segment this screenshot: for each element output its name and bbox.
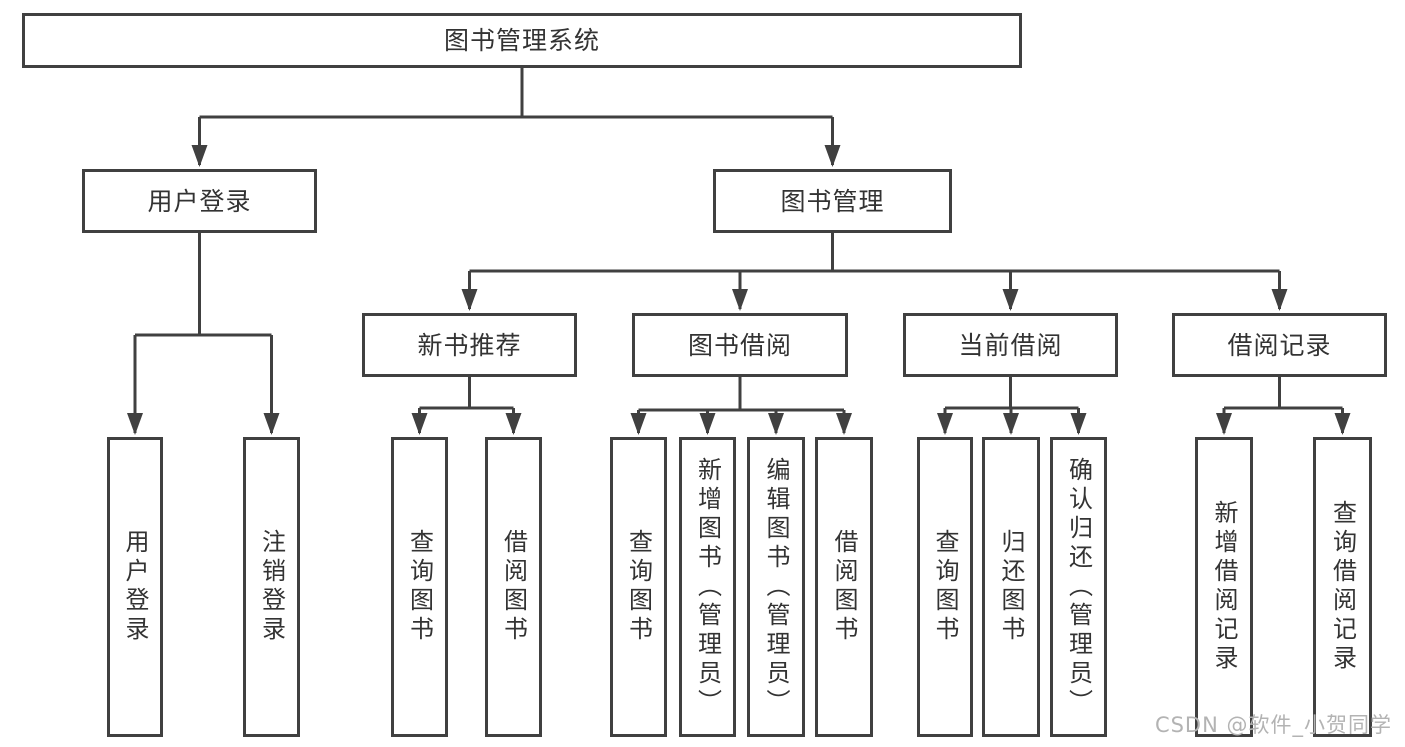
leaf-cb-return-books: 归还图书: [982, 437, 1040, 737]
leaf-cb-query-books-label: 查询图书: [931, 529, 959, 645]
node-new-book-rec: 新书推荐: [362, 313, 577, 377]
node-user-login: 用户登录: [82, 169, 317, 233]
leaf-nbr-query-books: 查询图书: [391, 437, 448, 737]
leaf-cb-return-books-label: 归还图书: [997, 529, 1025, 645]
leaf-br-query-record-label: 查询借阅记录: [1328, 500, 1357, 674]
leaf-bb-query-books-label: 查询图书: [624, 529, 653, 645]
leaf-bb-borrow-books: 借阅图书: [815, 437, 873, 737]
node-borrow-records-label: 借阅记录: [1227, 330, 1332, 360]
leaf-bb-add-books-label: 新增图书（管理员）: [693, 456, 722, 718]
leaf-nbr-borrow-books-label: 借阅图书: [499, 529, 528, 645]
node-root-label: 图书管理系统: [443, 26, 600, 55]
leaf-bb-add-books: 新增图书（管理员）: [679, 437, 736, 737]
node-book-mgmt-label: 图书管理: [780, 186, 885, 216]
leaf-bb-query-books: 查询图书: [610, 437, 667, 737]
leaf-logout: 注销登录: [243, 437, 300, 737]
leaf-br-add-record: 新增借阅记录: [1195, 437, 1253, 737]
leaf-bb-borrow-books-label: 借阅图书: [830, 529, 858, 645]
leaf-br-add-record-label: 新增借阅记录: [1210, 500, 1238, 674]
node-book-mgmt: 图书管理: [713, 169, 952, 233]
leaf-user-login-label: 用户登录: [121, 529, 149, 645]
leaf-bb-edit-books-label: 编辑图书（管理员）: [762, 456, 790, 718]
arrowhead-icons: [127, 145, 1351, 435]
node-new-book-rec-label: 新书推荐: [417, 330, 522, 360]
leaf-bb-edit-books: 编辑图书（管理员）: [747, 437, 805, 737]
node-user-login-label: 用户登录: [147, 186, 252, 216]
node-root: 图书管理系统: [22, 13, 1022, 68]
leaf-br-query-record: 查询借阅记录: [1313, 437, 1372, 737]
node-book-borrow-label: 图书借阅: [687, 330, 792, 360]
node-current-borrow: 当前借阅: [903, 313, 1118, 377]
leaf-cb-confirm-return-label: 确认归还（管理员）: [1064, 456, 1093, 718]
node-book-borrow: 图书借阅: [632, 313, 848, 377]
leaf-nbr-query-books-label: 查询图书: [405, 529, 434, 645]
leaf-logout-label: 注销登录: [257, 529, 286, 645]
leaf-cb-query-books: 查询图书: [917, 437, 973, 737]
leaf-nbr-borrow-books: 借阅图书: [485, 437, 542, 737]
node-borrow-records: 借阅记录: [1172, 313, 1387, 377]
leaf-user-login: 用户登录: [107, 437, 163, 737]
node-current-borrow-label: 当前借阅: [958, 330, 1063, 360]
leaf-cb-confirm-return: 确认归还（管理员）: [1050, 437, 1107, 737]
csdn-watermark: CSDN @软件_小贺同学: [1154, 713, 1392, 737]
